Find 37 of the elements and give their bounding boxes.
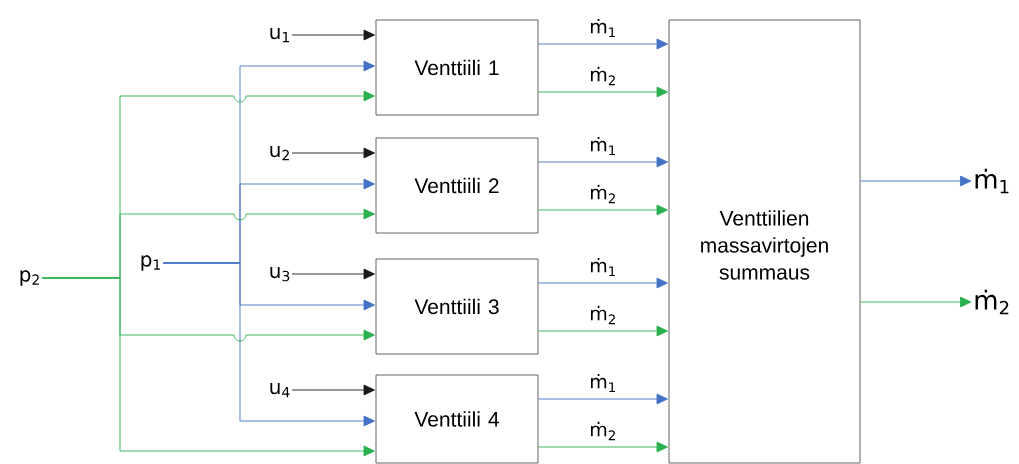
edge-label: ṁ$_{1}$ [591,373,615,393]
valve-box: Venttiili 3 [375,258,539,355]
arrow [538,38,668,50]
edge-label: ṁ$_{1}$ [591,18,615,38]
signal-label: u$_{2}$ [270,145,289,161]
arrow [291,147,375,159]
summation-box: Venttiilien massavirtojen summaus [668,19,861,464]
signal-label: u$_{1}$ [270,27,289,43]
edge-label: ṁ$_{1}$ [591,136,615,156]
valve-box: Venttiili 2 [375,137,539,234]
output-label: ṁ$_{1}$ [975,168,1009,194]
output-label: ṁ$_{2}$ [975,289,1009,315]
edge-label: ṁ$_{1}$ [591,257,615,277]
arrow [538,441,668,453]
arrow [538,393,668,405]
valve-box: Venttiili 1 [375,19,539,116]
signal-label: p$_{1}$ [141,255,160,271]
arrow [162,262,375,427]
edge-label: ṁ$_{2}$ [591,184,615,204]
arrow [538,86,668,98]
edge-label: ṁ$_{2}$ [591,66,615,86]
arrow [538,277,668,289]
arrow [291,384,375,396]
arrow [538,204,668,216]
arrow [41,277,375,457]
valve-box: Venttiili 4 [375,374,539,464]
signal-label: u$_{4}$ [270,382,290,398]
signal-label: p$_{2}$ [20,270,39,286]
arrow [538,156,668,168]
arrow [291,29,375,41]
arrow [860,296,972,308]
arrow [538,325,668,337]
signal-label: u$_{3}$ [270,266,290,282]
arrow [860,175,972,187]
arrow [291,268,375,280]
edge-label: ṁ$_{2}$ [591,421,615,441]
edge-label: ṁ$_{2}$ [591,305,615,325]
